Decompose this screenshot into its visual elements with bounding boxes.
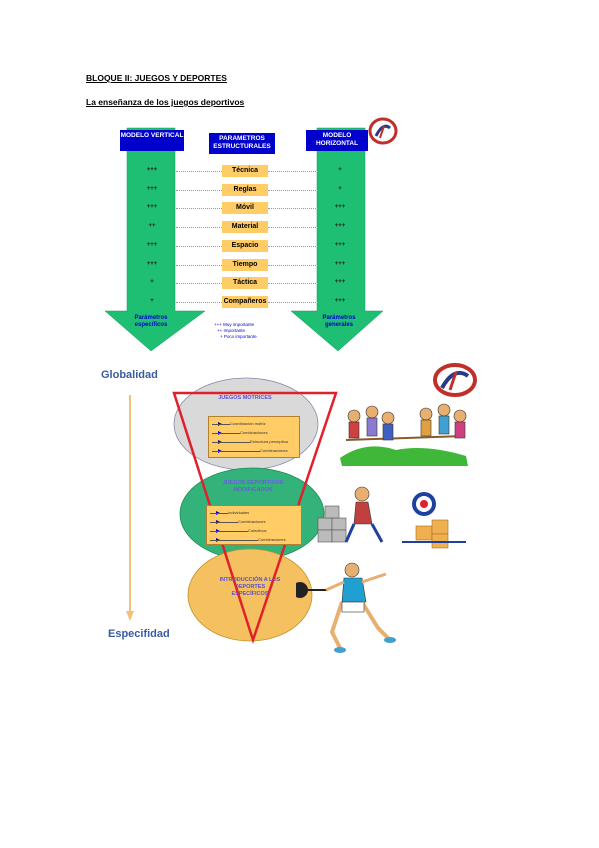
dotted-connector — [268, 264, 318, 266]
vertical-importance: + — [150, 279, 154, 286]
dotted-connector — [268, 301, 318, 303]
level-row-label: Combinaciones — [238, 519, 266, 524]
horizontal-importance: +++ — [334, 204, 346, 211]
vertical-importance: + — [150, 297, 154, 304]
level-row-label: Estructura perceptiva — [250, 439, 288, 444]
subsection-heading: La enseñanza de los juegos deportivos — [86, 97, 245, 107]
legend-item: + Poco importante — [220, 334, 257, 339]
row-connector — [210, 513, 228, 514]
parameter-name: Material — [222, 221, 268, 234]
row-connector — [212, 433, 240, 434]
level-2-title: JUEGOS DEPORTIVOS MODIFICADOS — [222, 480, 284, 493]
legend-item: ++ Importante — [217, 328, 246, 333]
dotted-connector — [268, 208, 318, 210]
horizontal-importance: +++ — [334, 279, 346, 286]
dotted-connector — [268, 189, 318, 191]
general-params-label: Parámetros generales — [322, 315, 356, 328]
parameter-name: Técnica — [222, 165, 268, 177]
tennis-player-illustration — [296, 562, 396, 653]
horizontal-importance: + — [338, 185, 342, 192]
parameter-name: Tiempo — [222, 258, 268, 271]
row-connector — [212, 424, 230, 425]
horizontal-model-header: MODELO HORIZONTAL — [306, 130, 368, 151]
row-connector — [210, 522, 238, 523]
level-2-box — [206, 505, 302, 545]
parameter-name: Espacio — [222, 239, 268, 252]
level-row-label: Combinaciones — [258, 537, 286, 542]
section-heading: BLOQUE II: JUEGOS Y DEPORTES — [86, 73, 227, 83]
vertical-model-arrow — [104, 127, 206, 352]
dotted-connector — [176, 208, 222, 210]
horizontal-importance: +++ — [334, 297, 346, 304]
horizontal-importance: +++ — [334, 241, 346, 248]
vertical-importance: +++ — [146, 241, 158, 248]
specific-sports-level — [187, 548, 313, 642]
specific-params-label: Parámetros específicos — [134, 315, 168, 328]
horizontal-importance: +++ — [334, 223, 346, 230]
level-row-label: Coordinación motriz — [230, 421, 266, 426]
dotted-connector — [176, 245, 222, 247]
vertical-importance: +++ — [146, 185, 158, 192]
dotted-connector — [176, 301, 222, 303]
level-3-title: INTRODUCCIÓN A LOS DEPORTES ESPECÍFICOS — [219, 577, 281, 597]
dotted-connector — [176, 171, 222, 172]
row-connector — [210, 540, 258, 541]
dotted-connector — [268, 283, 318, 285]
vertical-importance: +++ — [146, 167, 158, 173]
dotted-connector — [176, 189, 222, 191]
level-1-title: JUEGOS MOTRICES — [218, 395, 272, 401]
dotted-connector — [176, 283, 222, 285]
level-row-label: Combinaciones — [260, 448, 288, 453]
target-practice-illustration — [317, 486, 466, 549]
vertical-importance: ++ — [148, 223, 156, 230]
globality-label: Globalidad — [101, 369, 158, 381]
parameter-name: Táctica — [222, 277, 268, 290]
level-row-label: Colectivos — [248, 528, 267, 533]
importance-legend: +++ Muy importante ++ Importante + Poco … — [214, 322, 257, 340]
dotted-connector — [268, 245, 318, 247]
dotted-connector — [176, 227, 222, 229]
dotted-connector — [268, 171, 318, 172]
row-connector — [210, 531, 248, 532]
dotted-connector — [268, 227, 318, 229]
row-connector — [212, 442, 250, 443]
horizontal-importance: +++ — [334, 260, 346, 267]
parameter-name: Reglas — [222, 183, 268, 196]
tug-of-war-illustration — [340, 403, 468, 466]
horizontal-importance: + — [338, 167, 342, 173]
models-diagram-arrows — [104, 127, 384, 352]
logo-top — [368, 117, 398, 145]
logo-bottom — [433, 363, 477, 397]
vertical-importance: +++ — [146, 260, 158, 267]
structural-params-header: PARAMETROS ESTRUCTURALES — [209, 133, 275, 154]
dotted-connector — [176, 264, 222, 266]
horizontal-model-arrow — [290, 127, 384, 352]
vertical-importance: +++ — [146, 204, 158, 211]
level-row-label: Individuales — [228, 510, 250, 515]
level-row-label: Combinaciones — [240, 430, 268, 435]
parameter-name: Compañeros — [222, 295, 268, 308]
parameter-name: Móvil — [222, 202, 268, 215]
vertical-model-header: MODELO VERTICAL — [120, 130, 184, 151]
row-connector — [212, 451, 260, 452]
legend-item: +++ Muy importante — [214, 322, 255, 327]
specificity-label: Especifidad — [108, 628, 170, 640]
